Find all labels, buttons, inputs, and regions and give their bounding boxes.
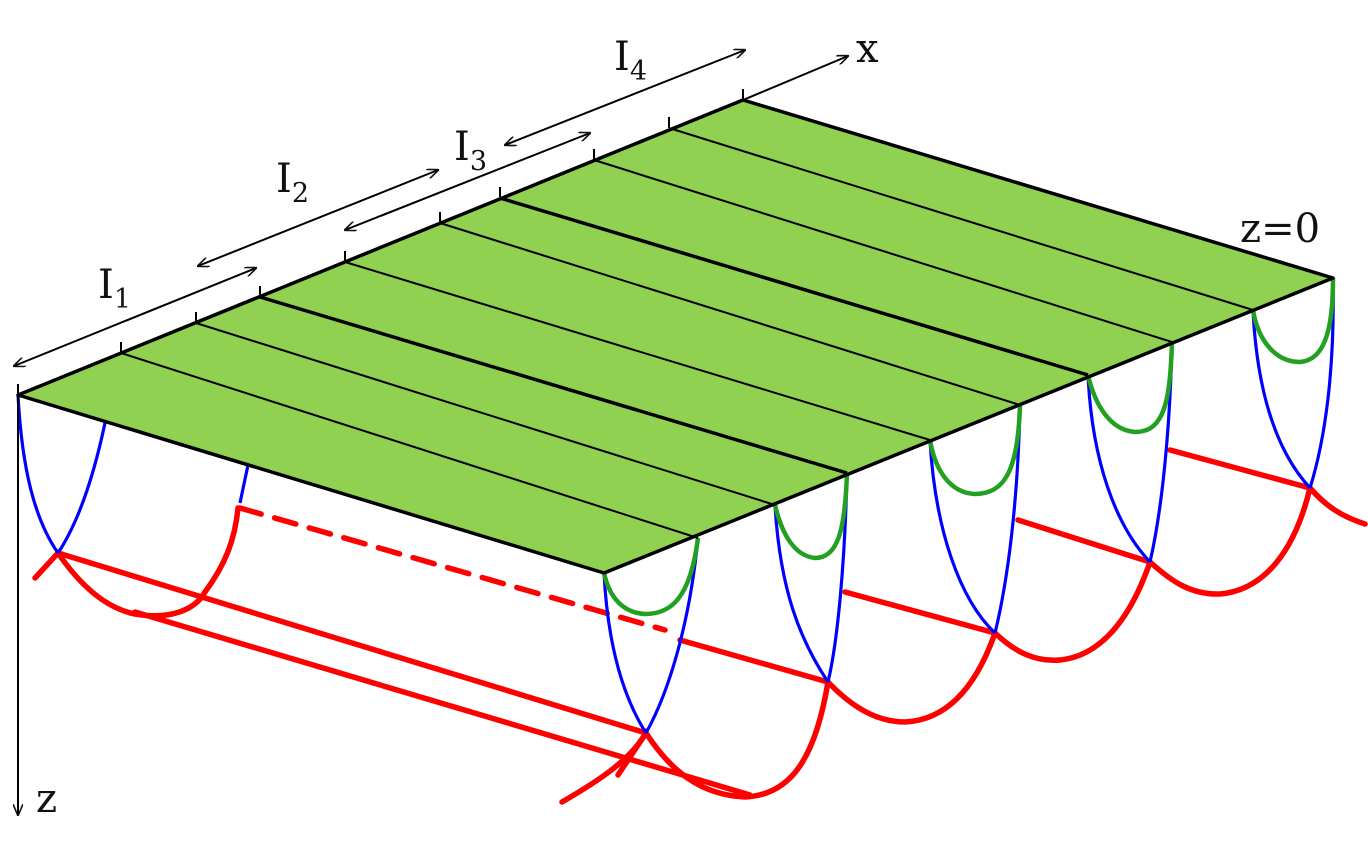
green-curves [601,277,1336,617]
red-arc-f4 [1147,485,1313,597]
blue-curve-f3a [928,439,997,635]
strip-line-5 [439,222,1021,406]
strip-line-2 [195,322,776,506]
interval-arrow-1 [14,268,256,366]
blue-curve-f5a [1251,309,1312,490]
interval-label-2: I2 [276,156,309,209]
green-curve-5 [1250,277,1336,365]
red-arc-f2 [825,630,998,725]
interval-label-4: I4 [614,34,647,87]
interval-label-3: I3 [454,124,487,177]
interval-label-1: I1 [98,262,131,315]
red-rail-front [55,550,649,736]
red-arc-f3 [992,559,1153,663]
green-curve-4 [1085,341,1175,435]
green-curve-3 [927,404,1023,497]
red-seg-3 [1015,517,1153,565]
strip-line-6 [499,196,1089,377]
interval-arrow-3 [345,133,590,230]
x-axis [742,56,848,101]
blue-curve-f4a [1086,374,1152,564]
strip-line-4 [344,261,931,441]
strip-lines [120,127,1254,539]
blue-curve-left-c [238,464,250,504]
strip-line-7 [593,159,1173,343]
red-seg-1 [677,637,831,685]
red-arc-f1 [559,679,831,805]
red-seg-4 [1167,447,1313,491]
blue-curve-f1a [602,572,648,734]
red-cross [615,730,649,778]
surface-label: z=0 [1240,206,1320,252]
blue-curve-left-a [16,394,60,554]
red-curves [32,447,1368,805]
green-curve-1 [601,537,701,617]
axes [18,56,848,815]
strip-line-1 [120,352,699,539]
red-arc-f5 [1307,485,1368,527]
strip-line-3 [259,295,848,475]
blue-curve-left-b [56,422,107,554]
interval-arrow-4 [505,50,745,145]
red-rail-back [132,609,753,798]
red-seg-2 [842,589,998,636]
green-curve-2 [772,472,850,561]
x-axis-label: x [856,26,879,72]
surface-plane [16,89,1335,575]
interval-arrows [14,50,745,366]
strip-line-8 [668,127,1254,311]
red-arc-left-1 [32,505,241,619]
blue-curve-f2a [773,504,830,683]
surface-fill [16,98,1335,575]
red-dashed-line [237,505,668,633]
z-axis-label: z [36,776,57,822]
